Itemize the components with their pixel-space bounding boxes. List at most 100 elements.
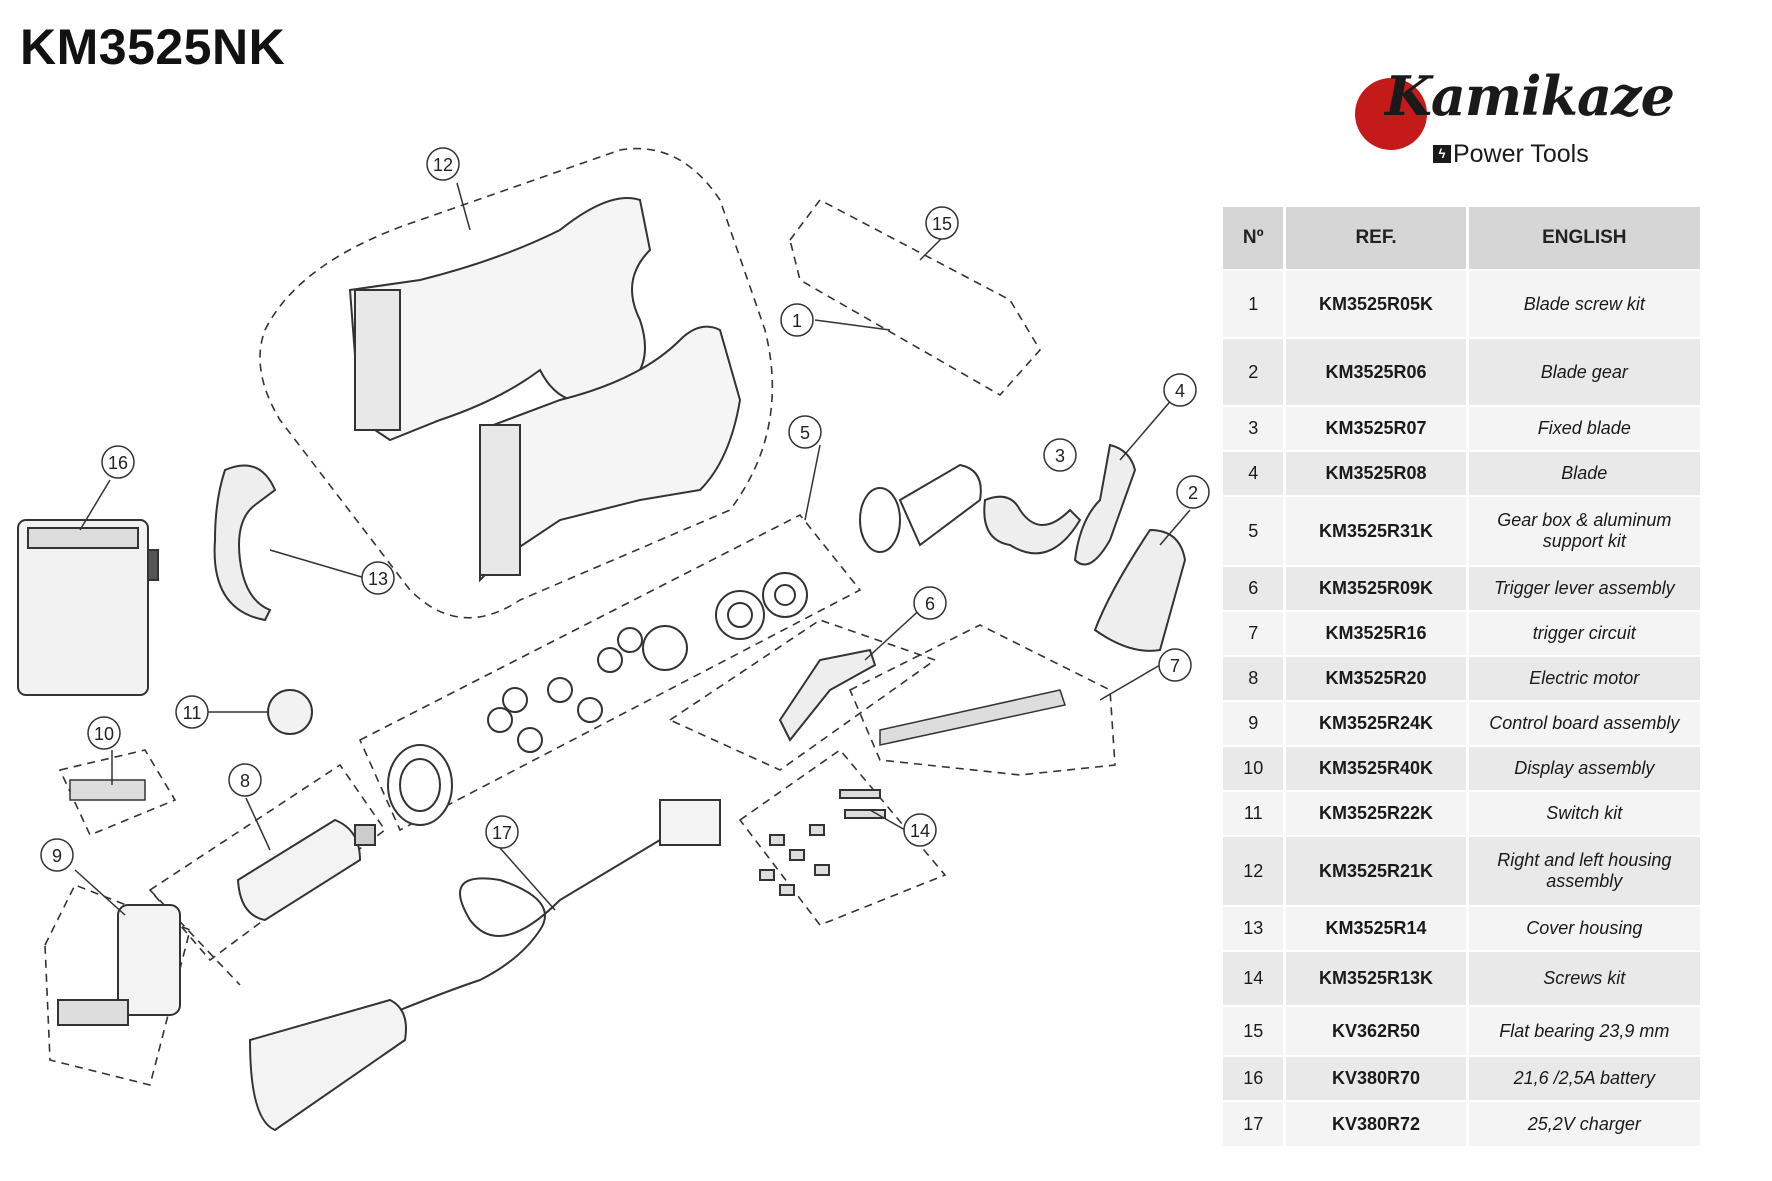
cell-description: Cover housing bbox=[1467, 905, 1700, 951]
cell-ref: KM3525R24K bbox=[1284, 700, 1469, 746]
callout-label-7: 7 bbox=[1170, 656, 1180, 676]
page-title: KM3525NK bbox=[20, 19, 286, 75]
callout-label-13: 13 bbox=[368, 569, 388, 589]
cell-description: 21,6 /2,5A battery bbox=[1467, 1055, 1700, 1101]
callout-9 bbox=[40, 838, 74, 872]
cell-description: Gear box & aluminum support kit bbox=[1467, 495, 1700, 566]
gearbox-parts-shape bbox=[387, 463, 982, 826]
cell-description: Electric motor bbox=[1467, 655, 1700, 701]
callout-label-9: 9 bbox=[52, 846, 62, 866]
cell-ref: KV380R72 bbox=[1284, 1100, 1469, 1146]
blades-shape bbox=[983, 443, 1187, 652]
callout-label-2: 2 bbox=[1188, 483, 1198, 503]
trigger-circuit-shape bbox=[879, 689, 1066, 746]
cell-number: 15 bbox=[1223, 1005, 1287, 1056]
cell-number: 4 bbox=[1223, 450, 1287, 496]
callout-label-10: 10 bbox=[94, 724, 114, 744]
table-header-row: Nº REF. ENGLISH bbox=[1223, 207, 1700, 270]
cell-ref: KM3525R05K bbox=[1284, 269, 1469, 338]
cell-number: 7 bbox=[1223, 610, 1287, 656]
cell-number: 5 bbox=[1223, 495, 1287, 566]
logo-sun-icon bbox=[1355, 78, 1427, 150]
logo-bolt-icon: ϟ bbox=[1433, 145, 1451, 163]
callout-label-12: 12 bbox=[433, 155, 453, 175]
callout-5 bbox=[788, 415, 822, 449]
brand-logo: Kamikaze ϟ Power Tools bbox=[1345, 64, 1675, 178]
callout-3 bbox=[1043, 438, 1077, 472]
cell-ref: KM3525R07 bbox=[1284, 405, 1469, 451]
screws-shape bbox=[759, 789, 886, 896]
cell-ref: KM3525R21K bbox=[1284, 835, 1469, 906]
cell-description: 25,2V charger bbox=[1467, 1100, 1700, 1146]
cell-number: 16 bbox=[1223, 1055, 1287, 1101]
callout-label-11: 11 bbox=[183, 703, 202, 723]
cell-number: 14 bbox=[1223, 950, 1287, 1006]
cell-ref: KM3525R16 bbox=[1284, 610, 1469, 656]
callout-label-5: 5 bbox=[800, 423, 810, 443]
column-header-number: Nº bbox=[1223, 207, 1287, 270]
column-header-ref: REF. bbox=[1284, 207, 1469, 270]
callout-label-6: 6 bbox=[925, 594, 935, 614]
circuit-group-outline bbox=[848, 624, 1116, 776]
callout-17 bbox=[485, 815, 519, 849]
callout-2 bbox=[1176, 475, 1210, 509]
callout-8 bbox=[228, 763, 262, 797]
cell-description: Display assembly bbox=[1467, 745, 1700, 791]
cell-ref: KM3525R20 bbox=[1284, 655, 1469, 701]
cell-ref: KM3525R09K bbox=[1284, 565, 1469, 611]
cell-description: Fixed blade bbox=[1467, 405, 1700, 451]
callout-label-8: 8 bbox=[240, 771, 250, 791]
cell-ref: KM3525R31K bbox=[1284, 495, 1469, 566]
switch-shape bbox=[267, 689, 313, 735]
callout-13 bbox=[361, 561, 395, 595]
exploded-parts-diagram: 1 2 3 4 5 6 7 8 9 10 11 12 13 14 15 16 1… bbox=[17, 147, 1210, 1132]
callout-7 bbox=[1158, 648, 1192, 682]
cell-number: 8 bbox=[1223, 655, 1287, 701]
control-board-shape bbox=[57, 904, 181, 1026]
cell-number: 12 bbox=[1223, 835, 1287, 906]
callout-label-1: 1 bbox=[792, 311, 802, 331]
cell-number: 3 bbox=[1223, 405, 1287, 451]
battery-shape bbox=[17, 519, 159, 696]
housing-group-outline bbox=[259, 147, 774, 619]
logo-brand-name: Kamikaze bbox=[1385, 64, 1675, 128]
cell-description: Control board assembly bbox=[1467, 700, 1700, 746]
callout-label-15: 15 bbox=[932, 214, 952, 234]
cell-description: Blade bbox=[1467, 450, 1700, 496]
cell-description: Trigger lever assembly bbox=[1467, 565, 1700, 611]
cell-ref: KV380R70 bbox=[1284, 1055, 1469, 1101]
callout-15 bbox=[925, 206, 959, 240]
cell-number: 11 bbox=[1223, 790, 1287, 836]
cell-number: 2 bbox=[1223, 337, 1287, 406]
cell-ref: KM3525R40K bbox=[1284, 745, 1469, 791]
display-group-outline bbox=[58, 749, 177, 837]
cell-number: 6 bbox=[1223, 565, 1287, 611]
cell-number: 13 bbox=[1223, 905, 1287, 951]
cell-number: 9 bbox=[1223, 700, 1287, 746]
cover-housing-shape bbox=[213, 464, 277, 622]
motor-shape bbox=[236, 818, 376, 922]
charger-shape bbox=[248, 799, 721, 1132]
trigger-shape bbox=[778, 648, 877, 742]
callout-14 bbox=[903, 813, 937, 847]
callout-6 bbox=[913, 586, 947, 620]
logo-tagline: Power Tools bbox=[1453, 140, 1589, 168]
callout-label-14: 14 bbox=[910, 821, 930, 841]
callout-label-4: 4 bbox=[1175, 381, 1185, 401]
callout-11 bbox=[175, 695, 209, 729]
cell-ref: KM3525R06 bbox=[1284, 337, 1469, 406]
housing-halves-shape bbox=[348, 197, 742, 583]
callout-label-17: 17 bbox=[492, 823, 512, 843]
cell-ref: KM3525R08 bbox=[1284, 450, 1469, 496]
